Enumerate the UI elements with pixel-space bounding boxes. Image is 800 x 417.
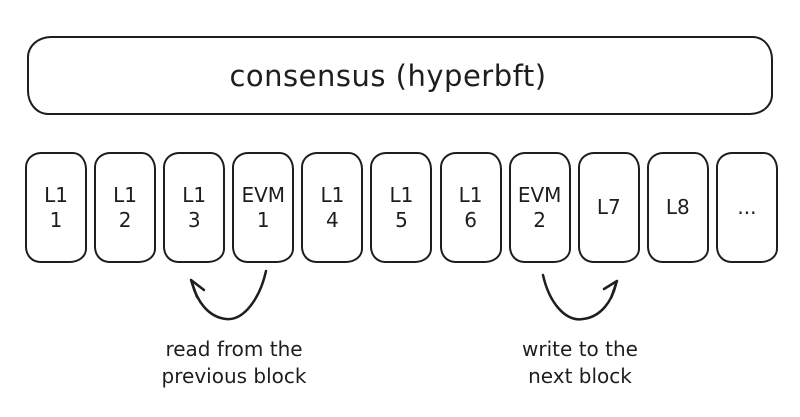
write-arrow xyxy=(541,273,618,321)
block-number: 2 xyxy=(118,207,132,232)
block-l1-1: L1 1 xyxy=(25,152,87,263)
block-number: 5 xyxy=(395,207,408,232)
block-evm-1: EVM 1 xyxy=(232,152,295,263)
block-l1-3: L1 3 xyxy=(163,152,226,263)
block-label: L1 xyxy=(458,182,483,207)
block-number: 4 xyxy=(326,207,339,232)
block-l1-5: L1 5 xyxy=(370,152,433,263)
block-label: EVM xyxy=(517,182,562,207)
block-number: 2 xyxy=(533,207,547,232)
write-annotation: write to the next block xyxy=(490,336,670,390)
block-number: 1 xyxy=(49,207,63,232)
block-number: 3 xyxy=(187,207,201,232)
block-l1-6: L1 6 xyxy=(439,152,502,263)
read-arrow-head xyxy=(189,278,206,299)
block-l8: L8 xyxy=(646,152,709,263)
write-arrow-head xyxy=(602,279,619,300)
block-number: 6 xyxy=(464,207,477,232)
consensus-label: consensus (hyperbft) xyxy=(229,58,547,93)
read-annotation-line2: previous block xyxy=(161,364,307,388)
block-l7: L7 xyxy=(577,152,640,263)
read-arrow xyxy=(190,269,268,321)
block-ellipsis: ... xyxy=(715,152,778,263)
consensus-box: consensus (hyperbft) xyxy=(27,36,773,115)
block-label: L1 xyxy=(320,182,345,207)
block-label: EVM xyxy=(241,182,286,207)
read-annotation: read from the previous block xyxy=(144,336,324,390)
block-evm-2: EVM 2 xyxy=(508,152,571,263)
block-label: L7 xyxy=(596,195,621,219)
block-number: 1 xyxy=(256,207,270,232)
block-label: L8 xyxy=(665,195,690,219)
block-label: L1 xyxy=(44,182,68,207)
block-row: L1 1 L1 2 L1 3 EVM 1 L1 4 L1 5 L1 6 EVM xyxy=(25,152,778,263)
block-label: L1 xyxy=(182,182,207,207)
write-annotation-line2: next block xyxy=(528,364,632,388)
block-label: L1 xyxy=(389,182,414,207)
read-annotation-line1: read from the xyxy=(165,337,303,361)
block-label: ... xyxy=(737,195,757,219)
block-l1-4: L1 4 xyxy=(301,152,364,263)
write-annotation-line1: write to the xyxy=(522,337,638,361)
block-label: L1 xyxy=(113,182,138,207)
block-l1-2: L1 2 xyxy=(94,152,157,263)
